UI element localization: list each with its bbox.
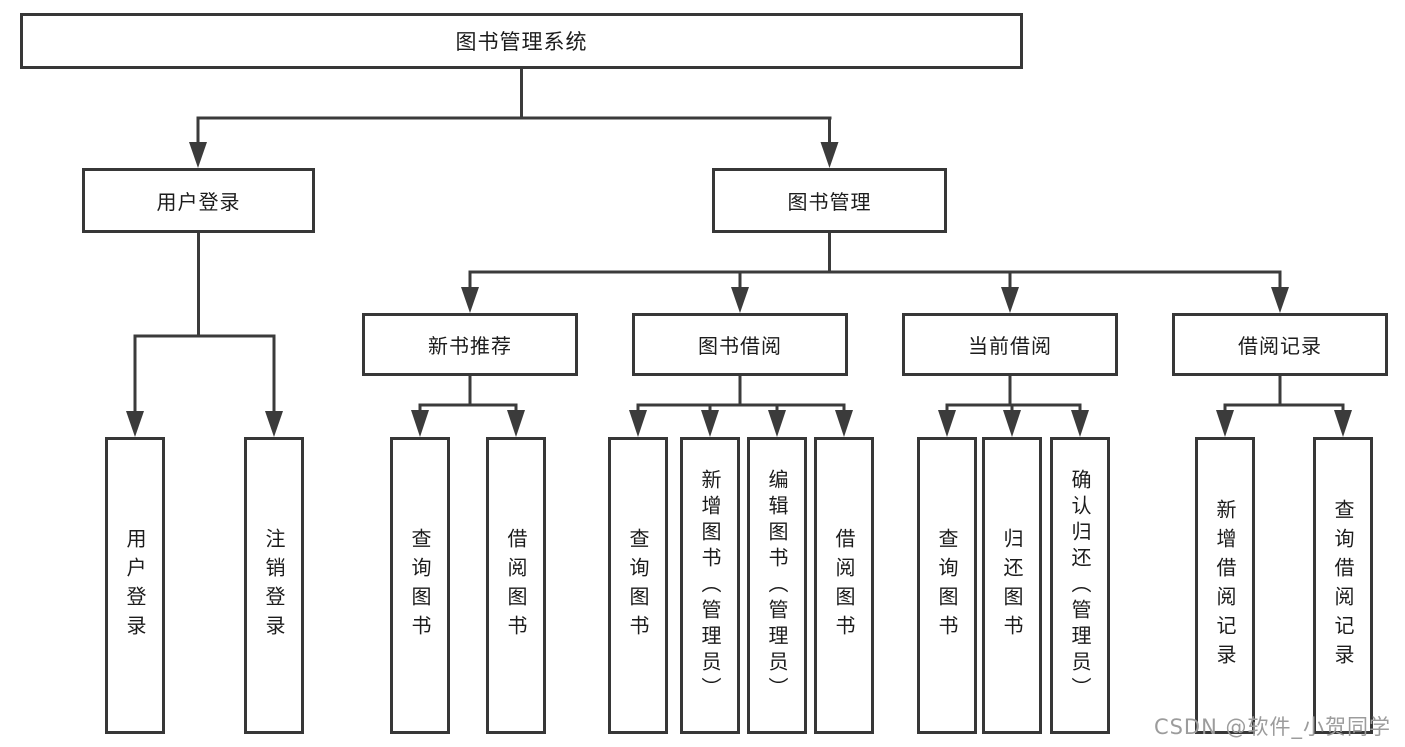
arrow-down-icon <box>835 410 853 437</box>
arrow-down-icon <box>1216 410 1234 437</box>
node-current-borrowing: 当前借阅 <box>902 313 1118 376</box>
node-library-management-system: 图书管理系统 <box>20 13 1023 69</box>
arrow-down-icon <box>731 287 749 313</box>
node-leaf-logout: 注销登录 <box>244 437 304 734</box>
node-leaf-edit-books-admin: 编辑图书（管理员） <box>747 437 807 734</box>
node-book-borrowing: 图书借阅 <box>632 313 848 376</box>
node-leaf-query-books-3: 查询图书 <box>917 437 977 734</box>
arrow-down-icon <box>189 142 207 168</box>
arrow-down-icon <box>1071 410 1089 437</box>
node-user-login: 用户登录 <box>82 168 315 233</box>
arrow-down-icon <box>1001 287 1019 313</box>
node-leaf-add-books-admin: 新增图书（管理员） <box>680 437 740 734</box>
arrow-down-icon <box>1334 410 1352 437</box>
csdn-watermark: CSDN @软件_小贺同学 <box>1153 715 1391 739</box>
connector-book-borrowing-branch <box>629 374 853 437</box>
arrow-down-icon <box>701 410 719 437</box>
arrow-down-icon <box>461 287 479 313</box>
node-leaf-confirm-return-admin: 确认归还（管理员） <box>1050 437 1110 734</box>
arrow-down-icon <box>938 410 956 437</box>
arrow-down-icon <box>1003 410 1021 437</box>
connector-root-to-level2 <box>189 66 839 168</box>
connector-borrowing-records-branch <box>1216 374 1352 437</box>
arrow-down-icon <box>507 410 525 437</box>
node-book-management: 图书管理 <box>712 168 947 233</box>
connector-book-management-to-level3 <box>461 231 1289 313</box>
arrow-down-icon <box>411 410 429 437</box>
connector-current-borrowing-branch <box>938 374 1089 437</box>
node-leaf-query-borrow-record: 查询借阅记录 <box>1313 437 1373 734</box>
node-leaf-return-books: 归还图书 <box>982 437 1042 734</box>
node-leaf-add-borrow-record: 新增借阅记录 <box>1195 437 1255 734</box>
node-leaf-borrow-books-2: 借阅图书 <box>814 437 874 734</box>
node-leaf-borrow-books: 借阅图书 <box>486 437 546 734</box>
connector-user-login-branch <box>126 231 283 437</box>
arrow-down-icon <box>265 411 283 437</box>
arrow-down-icon <box>820 142 839 168</box>
node-new-book-recommendation: 新书推荐 <box>362 313 578 376</box>
node-borrowing-records: 借阅记录 <box>1172 313 1388 376</box>
arrow-down-icon <box>1271 287 1289 313</box>
arrow-down-icon <box>126 411 144 437</box>
arrow-down-icon <box>629 410 647 437</box>
arrow-down-icon <box>768 410 786 437</box>
node-leaf-query-books: 查询图书 <box>390 437 450 734</box>
connector-new-books-branch <box>411 374 525 437</box>
node-leaf-query-books-2: 查询图书 <box>608 437 668 734</box>
node-leaf-user-login: 用户登录 <box>105 437 165 734</box>
